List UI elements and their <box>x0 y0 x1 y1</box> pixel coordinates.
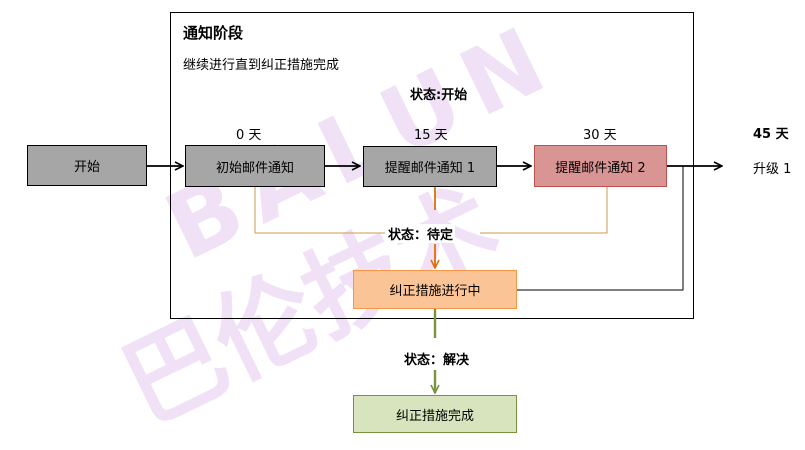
phase-title: 通知阶段 <box>183 24 244 42</box>
node-escalate: 升级 1 <box>753 162 792 177</box>
day-label-45: 45 天 <box>753 127 789 142</box>
feedback-line <box>516 166 684 291</box>
tan-line-left <box>254 186 385 234</box>
tan-line-right <box>480 186 608 234</box>
node-in-progress: 纠正措施进行中 <box>353 270 517 309</box>
status-resolved: 状态：解决 <box>404 353 470 368</box>
phase-subtitle: 继续进行直到纠正措施完成 <box>183 58 340 73</box>
node-reminder-2: 提醒邮件通知 2 <box>534 145 667 187</box>
node-start: 开始 <box>27 145 147 186</box>
day-label-0: 0 天 <box>236 128 262 143</box>
status-start: 状态:开始 <box>410 88 468 103</box>
day-label-30: 30 天 <box>583 128 617 143</box>
day-label-15: 15 天 <box>414 128 448 143</box>
node-initial-email: 初始邮件通知 <box>185 145 325 187</box>
status-pending: 状态：待定 <box>386 224 456 243</box>
node-complete: 纠正措施完成 <box>353 395 517 433</box>
node-reminder-1: 提醒邮件通知 1 <box>363 146 497 187</box>
